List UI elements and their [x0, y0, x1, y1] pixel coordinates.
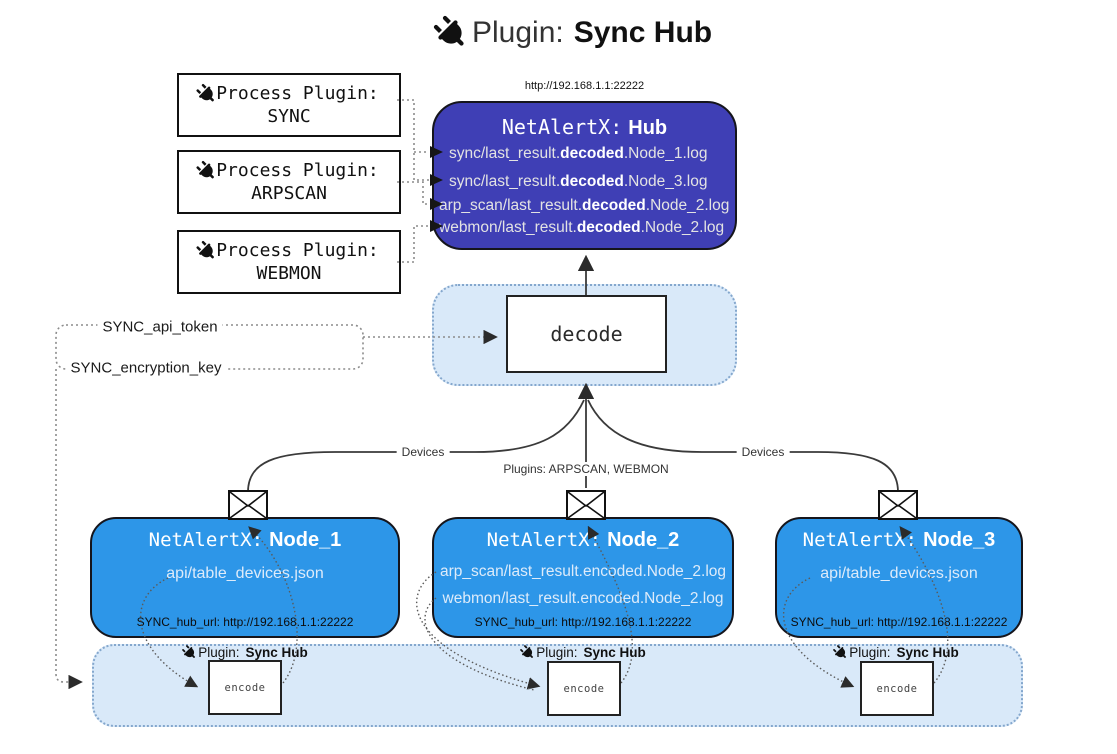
edge-sync-to-hub2 — [397, 99, 429, 181]
node-title: NetAlertX:Node_3 — [802, 529, 996, 551]
process-plugin-name: SYNC — [267, 106, 311, 127]
hub-log-line: arp_scan/last_result.decoded.Node_2.log — [439, 197, 730, 214]
hub-log-line: sync/last_result.decoded.Node_3.log — [449, 173, 708, 190]
process-plugin-name: WEBMON — [256, 263, 322, 284]
edge-arpscan-to-hub — [397, 181, 429, 205]
hub-title: NetAlertX:Hub — [501, 115, 668, 139]
node-file: api/table_devices.json — [820, 565, 978, 582]
node-file: api/table_devices.json — [166, 565, 324, 582]
hub-log-line: sync/last_result.decoded.Node_1.log — [449, 145, 708, 162]
node-2-box: NetAlertX:Node_2 arp_scan/last_result.en… — [432, 517, 734, 638]
encode-box: encode — [860, 661, 934, 716]
envelope-icon — [228, 490, 268, 520]
process-plugin-label: Process Plugin: — [216, 240, 379, 261]
process-plugin-name: ARPSCAN — [251, 183, 327, 204]
setting-sync-api-token: SYNC_api_token — [97, 318, 223, 336]
node-file: webmon/last_result.encoded.Node_2.log — [442, 590, 724, 607]
process-plugin-webmon: Process Plugin: WEBMON — [177, 230, 401, 294]
edge-settings-to-band — [55, 369, 83, 690]
node-hub-url: SYNC_hub_url: http://192.168.1.1:22222 — [136, 615, 354, 629]
encode-box: encode — [208, 660, 282, 715]
node-hub-url: SYNC_hub_url: http://192.168.1.1:22222 — [790, 615, 1008, 629]
decode-box: decode — [506, 295, 667, 373]
edge-label-devices-right: Devices — [736, 445, 790, 459]
node-3-box: NetAlertX:Node_3 api/table_devices.json … — [775, 517, 1023, 638]
edge-label-devices-left: Devices — [396, 445, 450, 459]
node-hub-url: SYNC_hub_url: http://192.168.1.1:22222 — [474, 615, 692, 629]
plug-icon — [430, 12, 472, 54]
envelope-icon — [566, 490, 606, 520]
page-title-name: Sync Hub — [573, 16, 713, 49]
process-plugin-sync: Process Plugin: SYNC — [177, 73, 401, 137]
node-file: arp_scan/last_result.encoded.Node_2.log — [439, 563, 727, 580]
encode-box: encode — [547, 661, 621, 716]
plug-icon — [181, 643, 199, 661]
plug-icon — [519, 643, 537, 661]
band-plugin-label: Plugin:Sync Hub — [827, 645, 967, 660]
process-plugin-arpscan: Process Plugin: ARPSCAN — [177, 150, 401, 214]
hub-log-line: webmon/last_result.decoded.Node_2.log — [439, 219, 725, 236]
page-title: Plugin: Sync Hub — [438, 16, 712, 50]
process-plugin-label: Process Plugin: — [216, 160, 379, 181]
node-title: NetAlertX:Node_1 — [148, 529, 342, 551]
node-title: NetAlertX:Node_2 — [486, 529, 680, 551]
envelope-icon — [878, 490, 918, 520]
hub-url: http://192.168.1.1:22222 — [524, 80, 645, 92]
plug-icon — [832, 643, 850, 661]
edge-webmon-to-hub — [397, 225, 429, 263]
hub-box: NetAlertX:Hub sync/last_result.decoded.N… — [432, 101, 737, 250]
page-title-prefix: Plugin: — [472, 16, 564, 49]
setting-sync-encryption-key: SYNC_encryption_key — [65, 359, 227, 377]
edge-label-plugins: Plugins: ARPSCAN, WEBMON — [498, 462, 674, 476]
process-plugin-label: Process Plugin: — [216, 83, 379, 104]
band-plugin-label: Plugin:Sync Hub — [176, 645, 316, 660]
node-1-box: NetAlertX:Node_1 api/table_devices.json … — [90, 517, 400, 638]
band-plugin-label: Plugin:Sync Hub — [514, 645, 654, 660]
